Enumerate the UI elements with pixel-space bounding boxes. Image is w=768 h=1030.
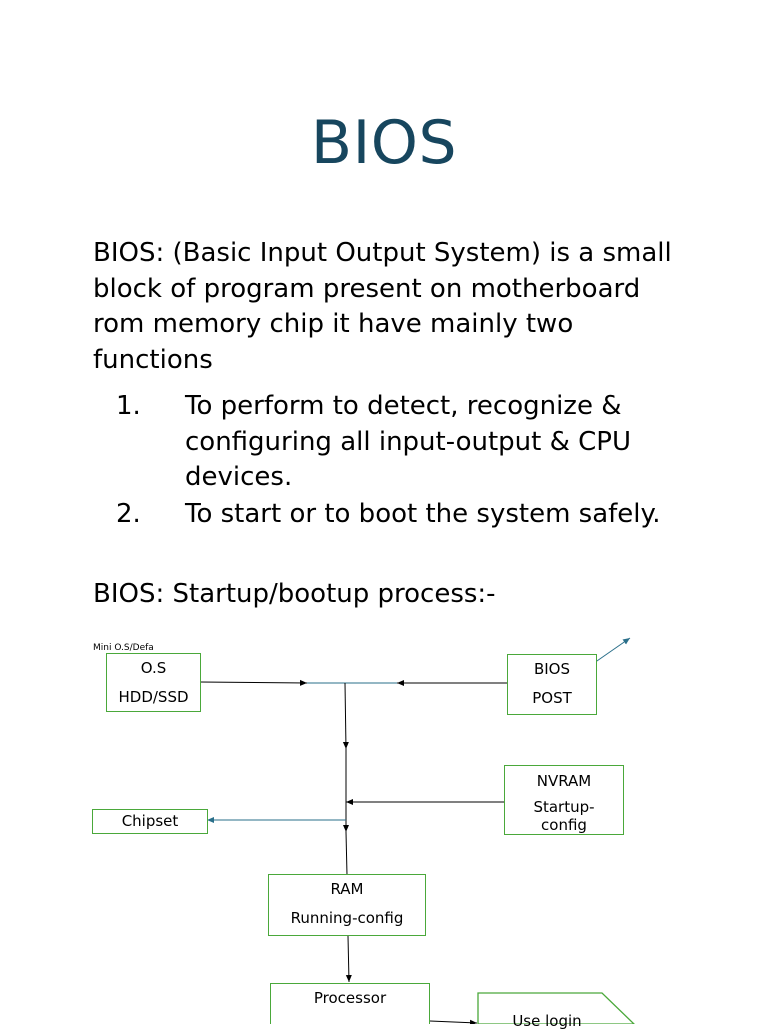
os-box: O.S HDD/SSD <box>106 653 201 712</box>
list-item: 2. To start or to boot the system safely. <box>93 497 693 533</box>
list-number: 1. <box>116 391 141 421</box>
startup-config-label: Startup-config <box>533 798 595 834</box>
mini-os-note: Mini O.S/Defa <box>93 643 154 653</box>
login-label: Use login <box>512 1012 582 1030</box>
functions-list: 1. To perform to detect, recognize & conf… <box>93 389 693 533</box>
list-text: To start or to boot the system safely. <box>185 498 661 529</box>
bios-box: BIOS POST <box>507 654 597 715</box>
list-number: 2. <box>116 498 141 529</box>
processor-label: Processor <box>313 989 387 1007</box>
os-label: O.S <box>140 659 167 677</box>
ram-box: RAM Running-config <box>268 874 426 936</box>
post-label: POST <box>532 689 572 707</box>
login-shape <box>477 992 635 1024</box>
list-text: To perform to detect, recognize & config… <box>185 391 632 492</box>
diagram-connectors <box>199 637 635 1024</box>
processor-box: Processor <box>270 983 430 1024</box>
nvram-box: NVRAM Startup-config <box>504 765 624 835</box>
hdd-ssd-label: HDD/SSD <box>118 688 189 706</box>
ram-label: RAM <box>330 880 364 898</box>
nvram-label: NVRAM <box>536 772 592 790</box>
chipset-box: Chipset <box>92 809 208 834</box>
arrow-os <box>199 679 308 686</box>
chipset-label: Chipset <box>121 812 179 830</box>
bios-label: BIOS <box>533 660 571 678</box>
running-config-label: Running-config <box>290 909 404 927</box>
arrow-processor <box>345 935 352 983</box>
arrow-stray <box>593 637 631 664</box>
list-item: 1. To perform to detect, recognize & conf… <box>93 389 693 496</box>
arrow-login <box>429 1019 478 1024</box>
slide-title: BIOS <box>310 108 458 178</box>
boot-process-diagram: Mini O.S/Defa O.S HDD/SSD BIOS POST NVRA… <box>0 620 768 1030</box>
intro-paragraph: BIOS: (Basic Input Output System) is a s… <box>93 238 672 375</box>
connector-ram <box>345 831 348 876</box>
process-heading: BIOS: Startup/bootup process:- <box>93 579 496 609</box>
arrow-trunk-1 <box>342 682 349 750</box>
